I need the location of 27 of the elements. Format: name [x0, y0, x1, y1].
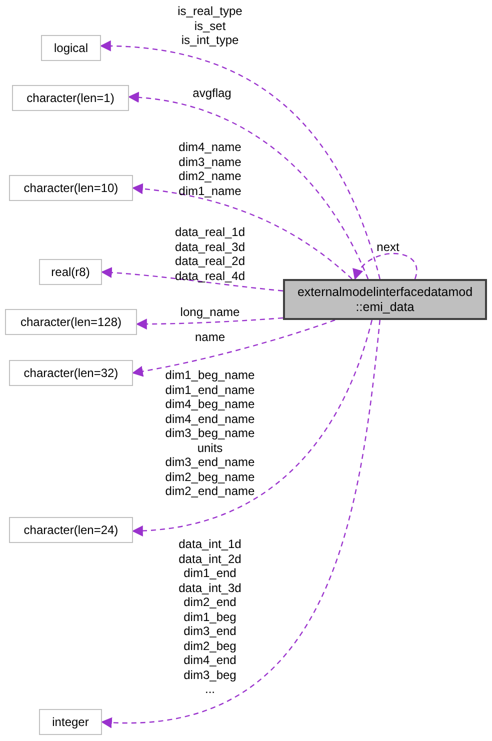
- edge-label: name: [194, 330, 226, 344]
- dashed-arrow: [136, 317, 284, 330]
- type-box: logical: [41, 35, 101, 61]
- dashed-arrow: [132, 319, 336, 377]
- type-box: character(len=1): [12, 85, 129, 111]
- type-box: integer: [39, 709, 102, 735]
- edge-label: dim1_beg_name dim1_end_name dim4_beg_name dim4_end_name dim3_beg_name units dim3_end_name dim2_beg_name dim2_end_name: [165, 368, 255, 498]
- class-box: externalmodelinterfacedatamod ::emi_data: [283, 279, 487, 320]
- type-box: character(len=32): [9, 360, 133, 386]
- type-box: character(len=24): [9, 517, 133, 543]
- edge-label: data_int_1d data_int_2d dim1_end data_int_3d dim2_end dim1_beg dim3_end dim2_beg dim4_end dim3_beg ...: [178, 537, 242, 696]
- dashed-arrow: [128, 92, 369, 280]
- edge-label: avgflag: [192, 86, 232, 100]
- dashed-arrow: [132, 320, 373, 536]
- edge-label: is_real_type is_set is_int_type: [178, 4, 242, 48]
- dashed-arrow: [354, 252, 418, 280]
- edge-label: dim4_name dim3_name dim2_name dim1_name: [178, 140, 242, 198]
- type-box: character(len=128): [5, 309, 137, 335]
- dashed-arrow: [100, 267, 284, 292]
- edge-label: long_name: [180, 305, 240, 320]
- dashed-arrow: [132, 184, 352, 280]
- edge-label: next: [376, 240, 400, 254]
- dashed-arrow: [100, 320, 380, 728]
- dashed-arrow: [100, 40, 380, 280]
- edge-label: data_real_1d data_real_3d data_real_2d data_real_4d: [174, 225, 246, 283]
- type-box: character(len=10): [9, 175, 133, 201]
- type-box: real(r8): [39, 259, 102, 285]
